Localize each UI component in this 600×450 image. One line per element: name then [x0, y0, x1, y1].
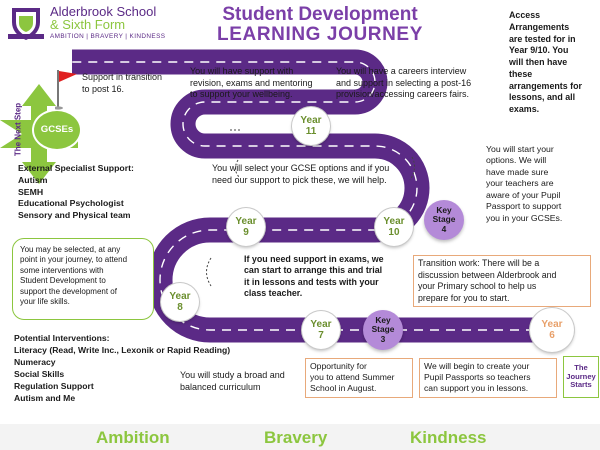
note-revision-support: You will have support with revision, exa…: [190, 66, 313, 100]
year-9-milestone: Year 9: [227, 208, 265, 246]
note-access-arrangements: Access Arrangements are tested for in Ye…: [509, 10, 582, 114]
note-transition-post16: Support in transition to post 16.: [82, 72, 163, 94]
note-gcse-options: You will select your GCSE options and if…: [212, 163, 390, 185]
journey-starts-badge: The Journey Starts: [563, 356, 599, 398]
page-title: Student Development: [222, 4, 418, 25]
year-8-milestone: Year 8: [161, 283, 199, 321]
note-careers: You will have a careers interview and su…: [336, 66, 472, 100]
year-6-milestone: Year 6: [530, 308, 574, 352]
footer-kindness: Kindness: [410, 428, 487, 447]
note-external-support: External Specialist Support: Autism SEMH…: [18, 163, 134, 221]
note-passport-options: You will start your options. We will hav…: [486, 144, 563, 223]
key-stage-4-milestone: Key Stage 4: [424, 200, 464, 240]
year-10-milestone: Year 10: [375, 208, 413, 246]
footer-bar: [0, 424, 600, 450]
note-potential-interventions: Potential Interventions: Literacy (Read,…: [14, 333, 231, 404]
school-name: Alderbrook School: [50, 4, 157, 19]
school-motto: AMBITION | BRAVERY | KINDNESS: [50, 33, 166, 40]
flag-icon: [55, 70, 77, 110]
footer-ambition: Ambition: [96, 428, 170, 447]
page-subtitle: LEARNING JOURNEY: [217, 24, 423, 45]
note-summer-school: Opportunity for you to attend Summer Sch…: [305, 358, 413, 398]
note-selected-interventions: You may be selected, at any point in you…: [12, 238, 154, 320]
key-stage-3-milestone: Key Stage 3: [363, 310, 403, 350]
year-7-milestone: Year 7: [302, 311, 340, 349]
school-subtitle: & Sixth Form: [50, 17, 126, 32]
gcses-milestone: GCSEs: [34, 111, 80, 149]
note-pupil-passports: We will begin to create your Pupil Passp…: [419, 358, 557, 398]
note-broad-curriculum: You will study a broad and balanced curr…: [180, 370, 285, 392]
note-transition-work: Transition work: There will be a discuss…: [413, 255, 591, 308]
next-step-label: The Next Step: [13, 102, 23, 157]
note-exam-support: If you need support in exams, we can sta…: [244, 254, 384, 299]
school-crest-icon: [8, 8, 44, 40]
footer-bravery: Bravery: [264, 428, 328, 447]
year-11-milestone: Year 11: [292, 107, 330, 145]
